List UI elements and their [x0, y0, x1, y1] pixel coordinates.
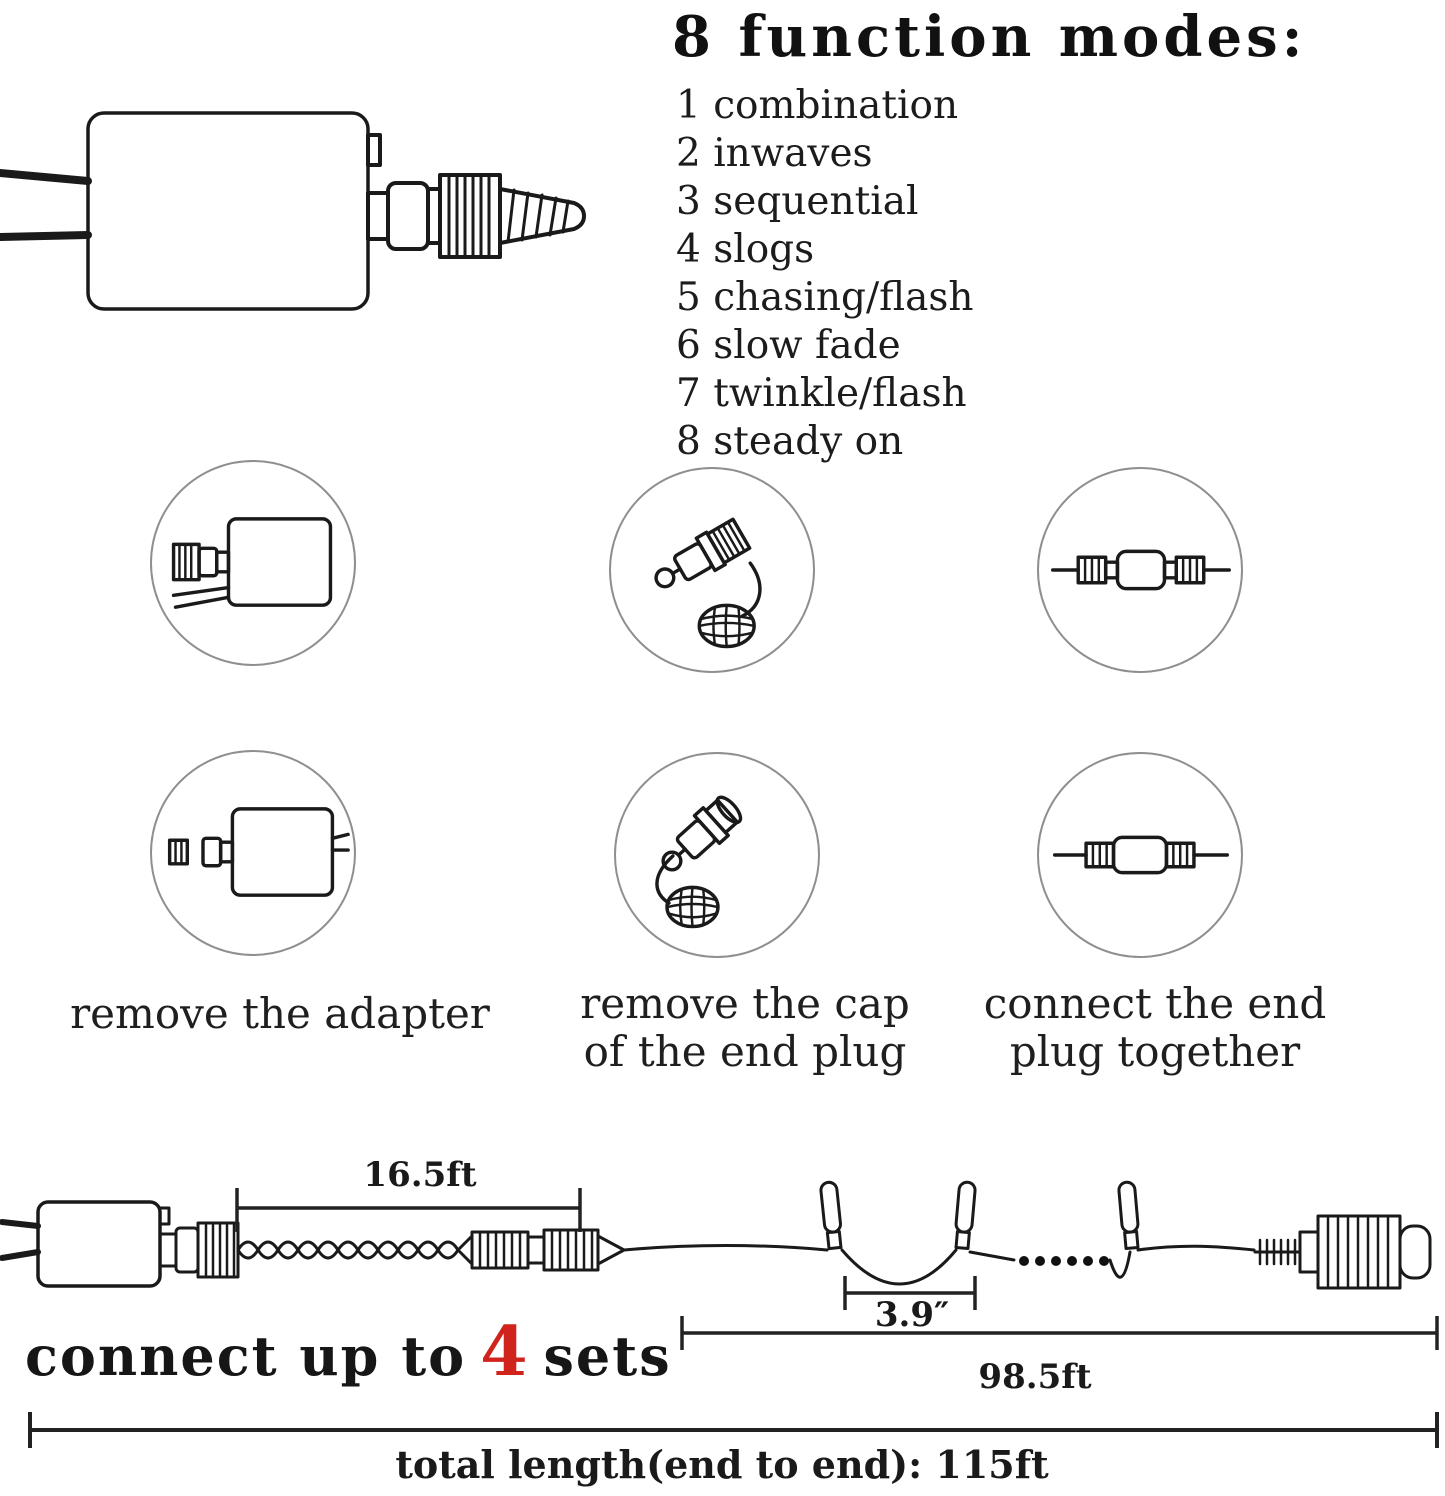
- total-length-label: total length(end to end): 115ft: [395, 1442, 1049, 1487]
- end-connector-cap: [1398, 1224, 1432, 1280]
- bulb-icon: [1117, 1180, 1140, 1251]
- bulb-icon: [819, 1180, 843, 1251]
- connector-barrel: [386, 181, 430, 251]
- caption-line: of the end plug: [583, 1026, 907, 1076]
- caption-remove-cap: remove the cap of the end plug: [530, 980, 960, 1076]
- end-plugs-apart-illustration: [1051, 549, 1231, 591]
- twisted-wire: [236, 1240, 460, 1260]
- bulb-spacing-label: 3.9″: [875, 1295, 949, 1335]
- step-circle-adapter-removed: [150, 750, 356, 956]
- caption-line: plug together: [1009, 1026, 1301, 1076]
- step-circle-cap-off: [614, 752, 820, 958]
- mode-item: 3 sequential: [676, 179, 919, 224]
- threaded-tip: [498, 187, 586, 245]
- connect-count: 4: [480, 1312, 530, 1392]
- adapter-attached-illustration: [171, 517, 333, 609]
- caption-line: connect the end: [983, 979, 1327, 1028]
- adapter-body: [36, 1200, 162, 1288]
- mode-item: 4 slogs: [676, 227, 815, 272]
- end-plug-cap-on-illustration: [654, 517, 762, 649]
- string-light-length-diagram: 16.5ft 3.9″ 98.5ft total length(end to e…: [0, 1155, 1439, 1487]
- dimension-lines: [28, 1188, 1439, 1448]
- caption-line: remove the cap: [580, 979, 910, 1028]
- step-circle-adapter-attached: [150, 460, 356, 666]
- caption-remove-adapter: remove the adapter: [30, 990, 530, 1038]
- twisted-wire: [236, 1240, 460, 1260]
- connector-neck: [158, 1232, 178, 1268]
- mode-item: 1 combination: [676, 83, 959, 128]
- lead-length-label: 16.5ft: [363, 1155, 476, 1195]
- caption-line: remove the adapter: [70, 989, 490, 1038]
- adapter-removed-illustration: [167, 807, 350, 897]
- plug-prong-bottom: [0, 1249, 41, 1261]
- bulb-icon: [954, 1180, 977, 1251]
- connect-suffix: sets: [543, 1324, 672, 1388]
- plug-prong-top: [0, 169, 92, 185]
- plug-prong-top: [0, 1219, 41, 1229]
- connector-neck: [366, 191, 390, 241]
- mode-item: 8 steady on: [676, 419, 904, 464]
- caption-connect-plug: connect the end plug together: [955, 980, 1355, 1076]
- mode-item: 2 inwaves: [676, 131, 873, 176]
- mode-item: 5 chasing/flash: [676, 275, 974, 320]
- end-plug-cap-off-illustration: [655, 795, 743, 929]
- connect-prefix: connect up to: [25, 1324, 467, 1388]
- power-adapter-illustration: [0, 111, 586, 311]
- connector-barrel: [174, 1226, 200, 1274]
- step-circle-cap-on: [609, 467, 815, 673]
- function-modes-panel: 8 function modes: 1 combination 2 inwave…: [672, 4, 1444, 466]
- adapter-body: [86, 111, 370, 311]
- adapter-tab: [366, 133, 382, 167]
- function-modes-title: 8 function modes:: [672, 4, 1307, 70]
- connector-ridged-nut: [196, 1221, 240, 1279]
- light-string-wire: [622, 1244, 829, 1252]
- mode-item: 6 slow fade: [676, 323, 901, 368]
- mid-connector-male: [542, 1228, 600, 1272]
- mode-item: 7 twinkle/flash: [676, 371, 967, 416]
- step-circle-plugs-connected: [1037, 752, 1243, 958]
- step-circle-plugs-apart: [1037, 467, 1243, 673]
- function-modes-list: 1 combination 2 inwaves 3 sequential 4 s…: [676, 82, 1444, 466]
- plug-prong-bottom: [0, 231, 92, 241]
- end-plugs-connected-illustration: [1052, 835, 1229, 875]
- continuation-dots: [1019, 1256, 1109, 1266]
- string-length-label: 98.5ft: [978, 1357, 1091, 1397]
